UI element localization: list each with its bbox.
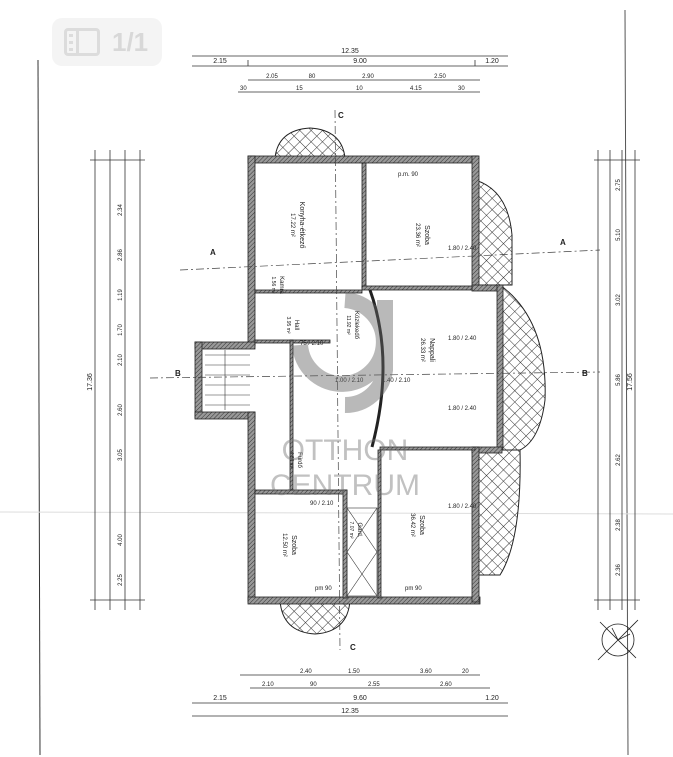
door-label: 1.80 / 2.40 xyxy=(448,336,477,342)
room-area: 7.07 m² xyxy=(348,522,354,539)
room-name: Közlekedő xyxy=(353,311,359,340)
door-label: 1.80 / 2.40 xyxy=(448,504,477,510)
room-area: 26.33 m² xyxy=(419,338,425,362)
dim-total-bottom: 12.35 xyxy=(341,708,359,715)
staircase xyxy=(205,350,250,410)
walls xyxy=(194,155,504,605)
room-name: Szoba xyxy=(423,225,430,245)
watermark-text: OTTHON xyxy=(282,434,409,467)
page-counter: 1/1 xyxy=(112,26,149,57)
door-label: pm 90 xyxy=(405,586,422,592)
door-label: 75 / 2.10 xyxy=(300,341,324,347)
section-mark: B xyxy=(175,369,181,378)
dim-label: 1.50 xyxy=(348,669,360,675)
dim-label: 3.05 xyxy=(118,449,124,461)
section-mark: A xyxy=(210,248,216,257)
room-name: Szoba xyxy=(418,515,425,535)
dim-label: 2.60 xyxy=(440,682,452,688)
room-area: 17.22 m² xyxy=(289,213,295,237)
watermark: OTTHON CENTRUM xyxy=(270,292,420,502)
room-name: Fürdő xyxy=(296,452,302,468)
dim-label: 20 xyxy=(462,669,469,675)
dim-label: 4.00 xyxy=(118,534,124,546)
dim-label: 2.15 xyxy=(213,58,227,65)
dim-label: 15 xyxy=(296,86,303,92)
door-label: 1.80 / 2.40 xyxy=(448,406,477,412)
dim-label: 2.10 xyxy=(262,682,274,688)
dim-label: 3.02 xyxy=(616,294,622,306)
dim-label: 2.36 xyxy=(616,564,622,576)
room-area: 12.50 m² xyxy=(281,533,287,557)
door-label: 1.00 / 2.10 xyxy=(335,378,364,384)
dim-label: 2.50 xyxy=(434,74,446,80)
room-area: 3.95 m² xyxy=(285,317,291,334)
dimensions-top xyxy=(192,55,508,93)
door-label: 90 / 2.10 xyxy=(310,501,334,507)
dimensions-sides xyxy=(90,150,640,610)
dim-label: 3.60 xyxy=(420,669,432,675)
room-name: Szoba xyxy=(290,535,297,555)
door-label: p.m. 90 xyxy=(398,172,419,178)
balconies xyxy=(274,127,546,635)
dim-label: 2.15 xyxy=(213,695,227,702)
dim-label: 1.70 xyxy=(118,324,124,336)
dim-label: 17.36 xyxy=(87,373,94,391)
dim-label: 80 xyxy=(309,74,316,80)
room-area: 11.92 m² xyxy=(345,315,351,335)
room-name: Gard. xyxy=(356,522,362,537)
watermark-text: CENTRUM xyxy=(270,469,420,502)
north-arrow-icon xyxy=(597,619,639,661)
dim-label: 2.05 xyxy=(266,74,278,80)
dim-label: 1.19 xyxy=(118,289,124,301)
dim-label: 5.10 xyxy=(616,229,622,241)
dim-label: 2.55 xyxy=(368,682,380,688)
dim-label: 9.00 xyxy=(353,58,367,65)
room-area: 1.56 m² xyxy=(270,277,276,294)
room-name: Konyha-étkező xyxy=(298,202,305,249)
room-name: Kamra xyxy=(278,276,284,294)
room-area: 4.68 m² xyxy=(288,452,294,469)
dim-label: 30 xyxy=(458,86,465,92)
section-mark: C xyxy=(338,111,344,120)
dim-label: 2.10 xyxy=(118,354,124,366)
dim-total-top: 12.35 xyxy=(341,48,359,55)
dim-label: 2.90 xyxy=(362,74,374,80)
dim-label: 17.56 xyxy=(627,373,634,391)
dim-label: 4.15 xyxy=(410,86,422,92)
sidebar-panel-icon xyxy=(64,28,100,56)
door-label: pm 90 xyxy=(315,586,332,592)
dimensions-bottom xyxy=(192,674,508,717)
dim-label: 1.20 xyxy=(485,58,499,65)
dim-label: 5.86 xyxy=(616,374,622,386)
dim-label: 2.75 xyxy=(616,179,622,191)
page-indicator[interactable]: 1/1 xyxy=(52,18,162,66)
section-mark: C xyxy=(350,643,356,652)
room-name: Nappali xyxy=(428,338,435,362)
dim-label: 2.62 xyxy=(616,454,622,466)
dim-label: 9.60 xyxy=(353,695,367,702)
room-area: 23.36 m² xyxy=(414,223,420,247)
dim-label: 2.86 xyxy=(118,249,124,261)
section-mark: B xyxy=(582,369,588,378)
section-mark: A xyxy=(560,238,566,247)
dim-label: 2.25 xyxy=(118,574,124,586)
dim-label: 10 xyxy=(356,86,363,92)
door-label: 1.40 / 2.10 xyxy=(382,378,411,384)
dim-label: 30 xyxy=(240,86,247,92)
dim-label: 2.38 xyxy=(616,519,622,531)
dim-label: 90 xyxy=(310,682,317,688)
room-name: Hall xyxy=(293,320,299,330)
dim-label: 1.20 xyxy=(485,695,499,702)
dim-label: 2.34 xyxy=(118,204,124,216)
dim-label: 2.60 xyxy=(118,404,124,416)
dim-label: 2.40 xyxy=(300,669,312,675)
door-label: 1.80 / 2.40 xyxy=(448,246,477,252)
room-area: 36.42 m² xyxy=(409,513,415,537)
